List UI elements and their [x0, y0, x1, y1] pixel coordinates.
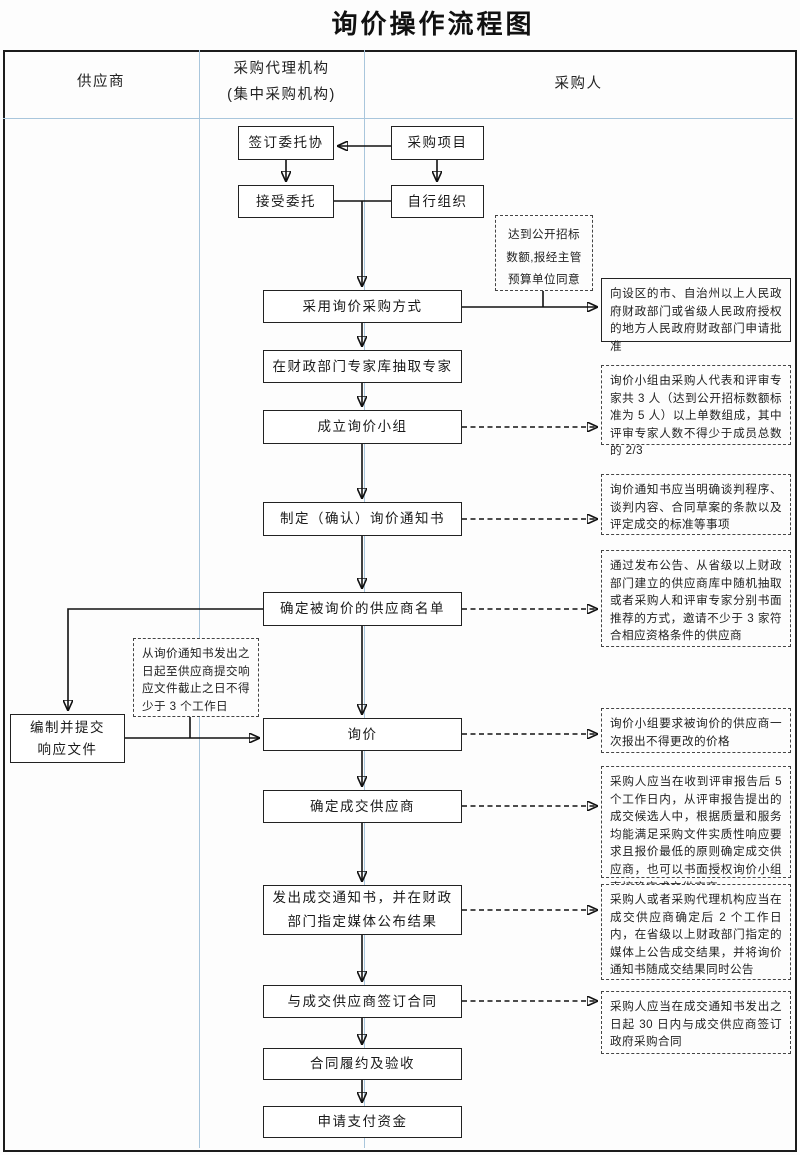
annotation-team-composition: 询价小组由采购人代表和评审专家共 3 人（达到公开招标数额标准为 5 人）以上单… [601, 365, 791, 457]
node-adopt-inquiry-method: 采用询价采购方式 [263, 290, 462, 323]
node-perform-contract: 合同履约及验收 [263, 1048, 462, 1080]
annotation-one-time-quote: 询价小组要求被询价的供应商一次报出不得更改的价格 [601, 708, 791, 753]
annotation-notice-content: 询价通知书应当明确谈判程序、谈判内容、合同草案的条款以及评定成交的标准等事项 [601, 474, 791, 535]
node-purchase-project: 采购项目 [391, 126, 484, 160]
annotation-selection-method: 通过发布公告、从省级以上财政部门建立的供应商库中随机抽取或者采购人和评审专家分别… [601, 550, 791, 647]
annotation-announce-rule: 采购人或者采购代理机构应当在成交供应商确定后 2 个工作日内，在省级以上财政部门… [601, 884, 791, 980]
node-sign-contract: 与成交供应商签订合同 [263, 985, 462, 1018]
node-apply-payment: 申请支付资金 [263, 1106, 462, 1138]
annotation-response-deadline: 从询价通知书发出之日起至供应商提交响应文件截止之日不得少于 3 个工作日 [133, 638, 259, 717]
annotation-reach-threshold: 达到公开招标数额,报经主管预算单位同意 [495, 215, 593, 291]
node-issue-deal-notice: 发出成交通知书，并在财政部门指定媒体公布结果 [263, 885, 462, 935]
arrow-list-to-prepare [68, 608, 263, 710]
node-inquiry: 询价 [263, 718, 462, 751]
node-self-organize: 自行组织 [391, 185, 484, 218]
node-extract-experts: 在财政部门专家库抽取专家 [263, 350, 462, 383]
node-prepare-response-line2: 响应文件 [37, 741, 98, 757]
column-header-purchaser: 采购人 [554, 76, 603, 92]
annotation-determine-rule: 采购人应当在收到评审报告后 5 个工作日内，从评审报告提出的成交候选人中，根据质… [601, 766, 791, 894]
annotation-contract-rule: 采购人应当在成交通知书发出之日起 30 日内与成交供应商签订政府采购合同 [601, 991, 791, 1054]
column-header-supplier: 供应商 [77, 74, 125, 90]
node-prepare-response-line1: 编制并提交 [30, 719, 105, 735]
node-prepare-response: 编制并提交 响应文件 [10, 714, 125, 763]
node-determine-supplier-list: 确定被询价的供应商名单 [263, 592, 462, 626]
column-divider-1 [199, 50, 200, 1148]
column-header-agency: 采购代理机构 (集中采购机构) [199, 56, 364, 108]
node-sign-agreement: 签订委托协 [238, 126, 334, 160]
node-determine-deal-supplier: 确定成交供应商 [263, 790, 462, 823]
annotation-apply-approval: 向设区的市、自治州以上人民政府财政部门或省级人民政府授权的地方人民政府财政部门申… [601, 278, 791, 353]
page-title: 询价操作流程图 [331, 9, 535, 39]
node-make-inquiry-notice: 制定（确认）询价通知书 [263, 502, 462, 536]
column-header-agency-line1: 采购代理机构 [233, 61, 330, 77]
flow-table-border [3, 50, 797, 1152]
node-accept-entrust: 接受委托 [238, 185, 334, 218]
node-form-inquiry-team: 成立询价小组 [263, 410, 462, 444]
header-separator [3, 118, 793, 119]
column-header-agency-line2: (集中采购机构) [227, 87, 336, 104]
